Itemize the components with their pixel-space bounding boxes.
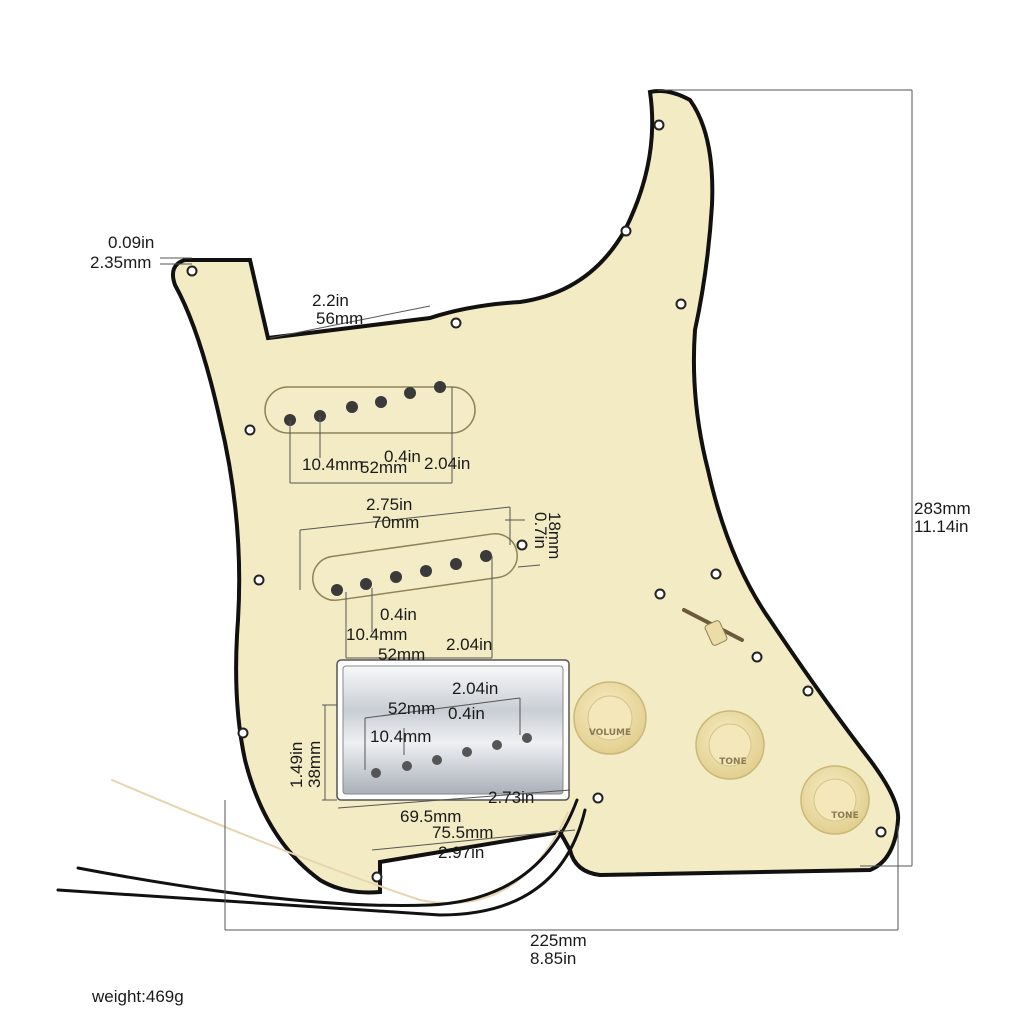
- dim-height-in: 11.14in: [914, 517, 969, 536]
- dim-neck-cutout-in: 2.2in: [312, 291, 349, 310]
- wires: [56, 779, 587, 917]
- tone-knob-2: TONE: [800, 765, 870, 835]
- dim-width-in: 8.85in: [530, 949, 576, 968]
- volume-knob: VOLUME: [573, 681, 647, 755]
- tone-knob-1-label: TONE: [719, 757, 746, 767]
- dim-width-mm: 225mm: [530, 931, 587, 950]
- tone-knob-2-label: TONE: [831, 811, 858, 821]
- dim-hb-pole-span-mm: 52mm: [388, 699, 435, 718]
- neck-pickup: [264, 381, 476, 434]
- dim-mid-width-mm: 18mm: [545, 512, 564, 559]
- dim-thickness-mm: 2.35mm: [90, 253, 151, 272]
- dim-hb-height-mm: 38mm: [305, 741, 324, 788]
- volume-knob-label: VOLUME: [589, 728, 631, 738]
- dim-hb-pole-spacing-in: 0.4in: [448, 704, 485, 723]
- weight-label: weight:469g: [91, 987, 184, 1006]
- dim-height-mm: 283mm: [914, 499, 971, 518]
- dimension-lines: [160, 89, 913, 931]
- dim-bridge-cutout-in: 2.97in: [438, 843, 484, 862]
- dim-mid-width-in: 0.7in: [531, 512, 550, 549]
- dim-thickness-in: 0.09in: [108, 233, 154, 252]
- mounting-screws: [186, 119, 887, 883]
- dim-hb-length-in: 2.73in: [488, 788, 534, 807]
- tone-knob-1: TONE: [695, 710, 765, 780]
- dim-neck-pole-span-mm: 52mm: [360, 458, 407, 477]
- dim-hb-length-mm: 69.5mm: [400, 807, 461, 826]
- dim-mid-pole-span-mm: 52mm: [378, 645, 425, 664]
- dim-hb-pole-span-in: 2.04in: [452, 679, 498, 698]
- dim-hb-height-in: 1.49in: [287, 742, 306, 788]
- dim-mid-pole-spacing-in: 0.4in: [380, 605, 417, 624]
- middle-pickup: [312, 532, 518, 602]
- selector-switch: [682, 608, 744, 646]
- dim-neck-cutout-mm: 56mm: [316, 309, 363, 328]
- dim-mid-pole-span-in: 2.04in: [446, 635, 492, 654]
- dim-hb-pole-spacing-mm: 10.4mm: [370, 727, 431, 746]
- dim-bridge-cutout-mm: 75.5mm: [432, 823, 493, 842]
- dim-mid-length-mm: 70mm: [372, 513, 419, 532]
- dim-mid-length-in: 2.75in: [366, 495, 412, 514]
- bridge-humbucker: [336, 659, 570, 801]
- dim-neck-pole-spacing-in: 0.4in: [384, 447, 421, 466]
- dim-mid-pole-spacing-mm: 10.4mm: [346, 625, 407, 644]
- dim-neck-pole-span-in: 2.04in: [424, 454, 470, 473]
- dim-neck-pole-spacing-mm: 10.4mm: [302, 455, 363, 474]
